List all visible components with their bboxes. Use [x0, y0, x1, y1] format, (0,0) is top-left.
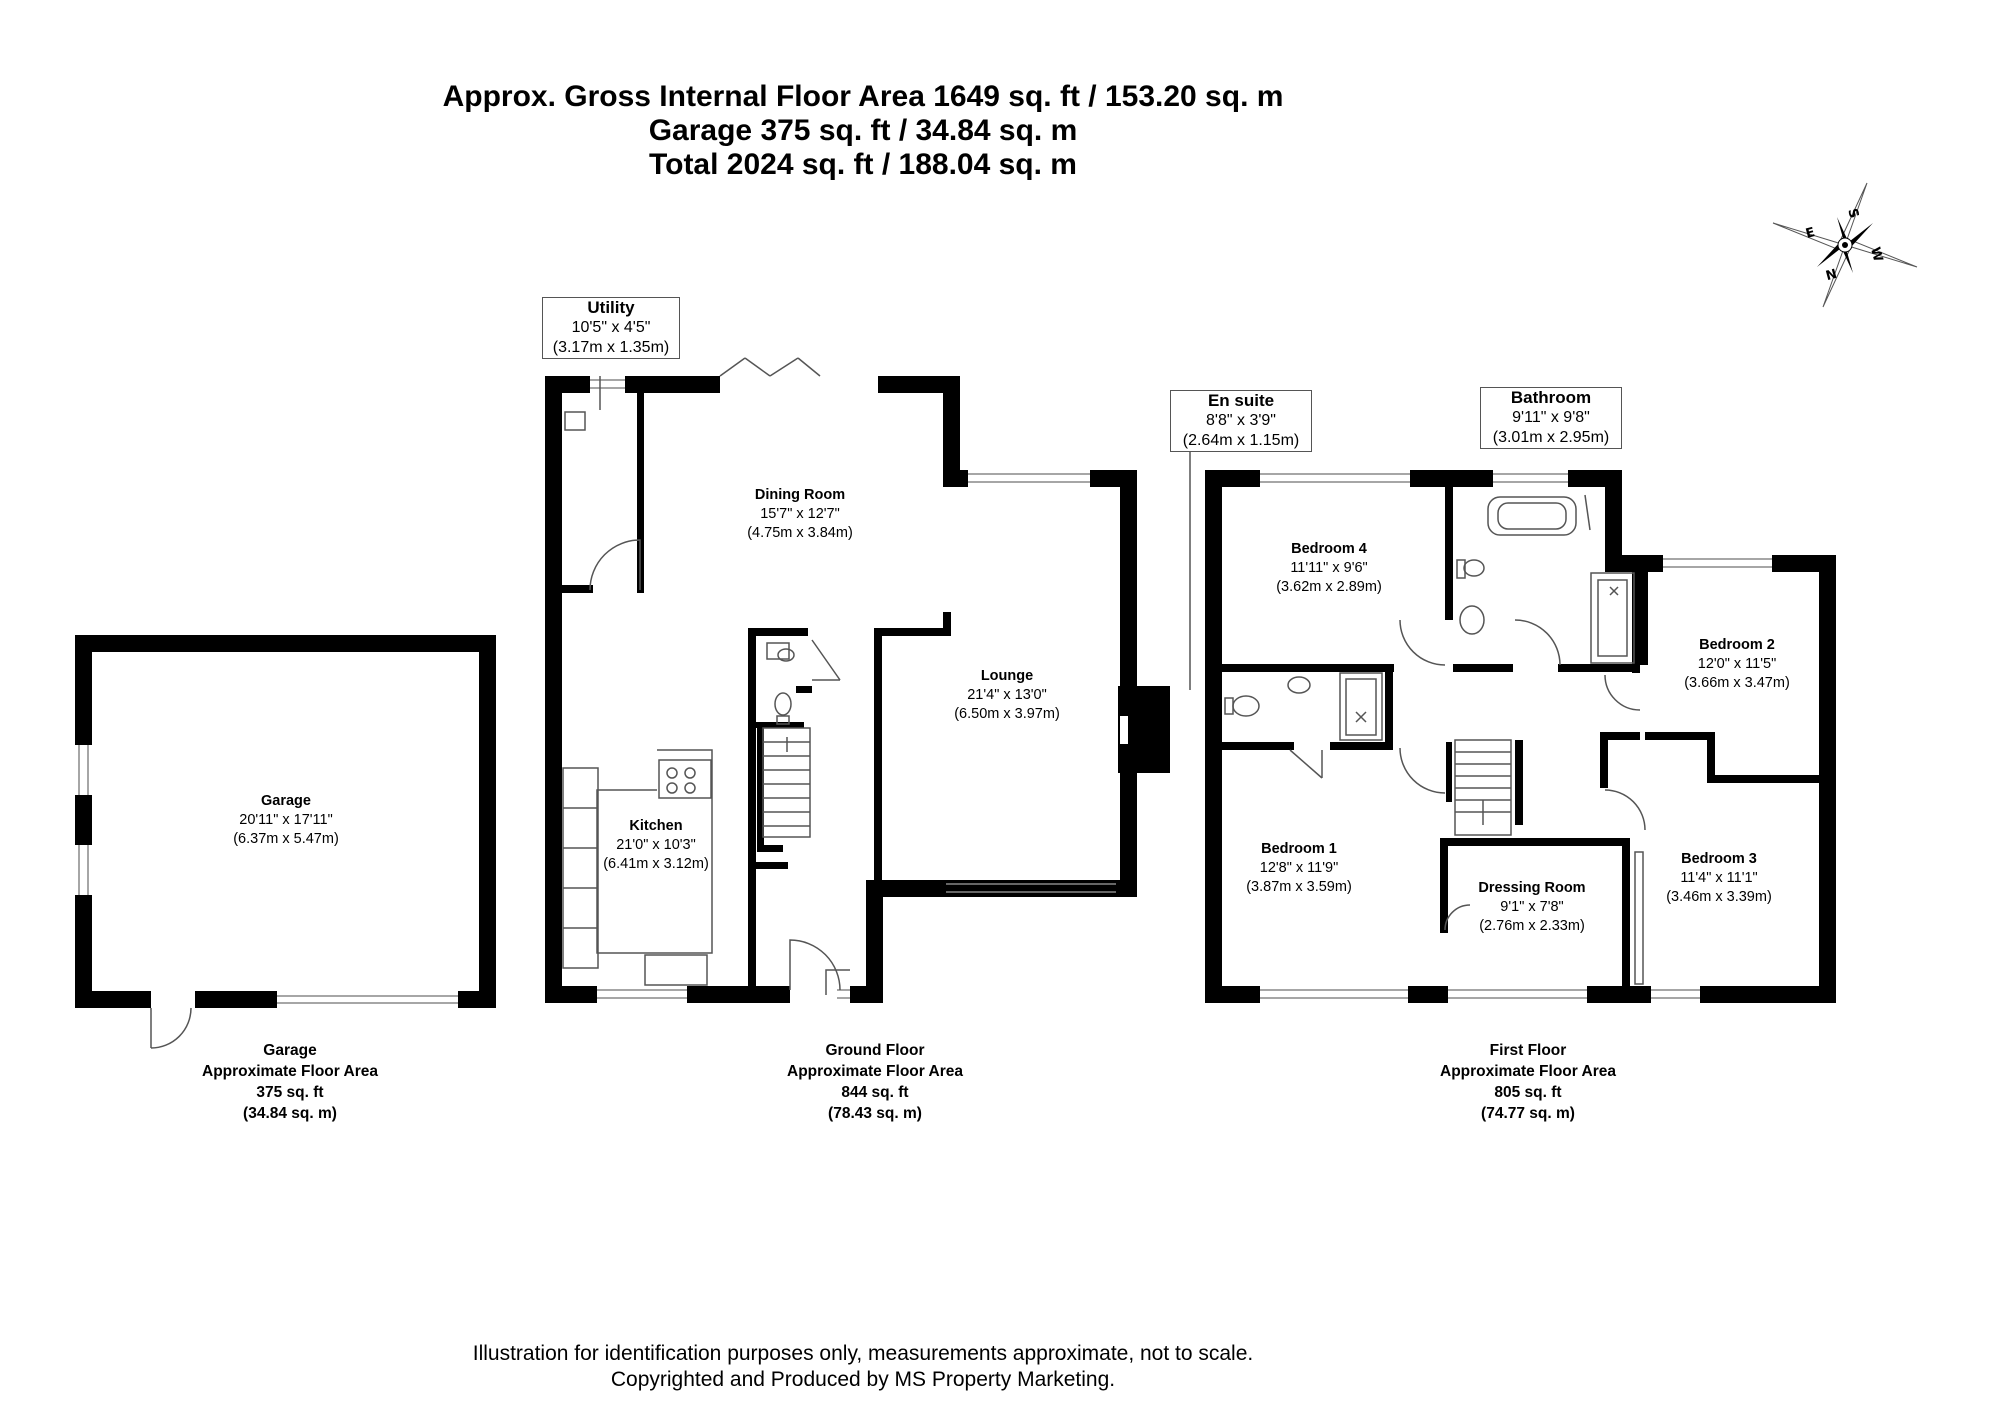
garage-windows: [78, 745, 458, 1004]
room-name: Bedroom 3: [1681, 851, 1757, 867]
floor-title: Garage: [263, 1042, 317, 1059]
room-size-imperial: 12'0" x 11'5": [1697, 656, 1777, 672]
room-label-garage: Garage 20'11" x 17'11" (6.37m x 5.47m): [186, 792, 386, 849]
ground-floor-doors: [589, 539, 850, 995]
room-size-imperial: 11'11" x 9'6": [1290, 560, 1368, 576]
area-line-garage: Garage 375 sq. ft / 34.84 sq. m: [648, 114, 1078, 147]
ground-floor-plan: [545, 357, 1170, 1003]
room-name: Dressing Room: [1478, 880, 1586, 896]
first-floor-plan: [1189, 438, 1836, 1003]
floor-subtitle: Approximate Floor Area: [1440, 1063, 1616, 1080]
garage-side-door: [150, 1007, 192, 1049]
room-size-metric: (3.62m x 2.89m): [1276, 579, 1382, 595]
room-name: Bathroom: [1510, 388, 1592, 407]
room-size-imperial: 15'7" x 12'7": [760, 506, 840, 522]
room-size-imperial: 11'4" x 11'1": [1680, 870, 1758, 886]
first-floor-doors: [1289, 619, 1646, 931]
room-name: Garage: [261, 793, 311, 809]
bathroom-fixtures: [1456, 494, 1635, 664]
room-label-bedroom3: Bedroom 3 11'4" x 11'1" (3.46m x 3.39m): [1619, 850, 1819, 907]
room-label-bedroom1: Bedroom 1 12'8" x 11'9" (3.87m x 3.59m): [1199, 840, 1399, 897]
room-label-bathroom: Bathroom 9'11" x 9'8" (3.01m x 2.95m): [1480, 387, 1622, 449]
room-size-imperial: 10'5" x 4'5": [571, 319, 651, 336]
room-size-metric: (3.46m x 3.39m): [1666, 889, 1772, 905]
floor-area-metric: (74.77 sq. m): [1481, 1105, 1575, 1122]
room-size-imperial: 20'11" x 17'11": [239, 812, 333, 828]
room-size-metric: (6.37m x 5.47m): [233, 831, 339, 847]
floor-subtitle: Approximate Floor Area: [787, 1063, 963, 1080]
room-name: Bedroom 2: [1699, 637, 1775, 653]
room-label-bedroom2: Bedroom 2 12'0" x 11'5" (3.66m x 3.47m): [1637, 636, 1837, 693]
floor-area-imperial: 805 sq. ft: [1494, 1084, 1562, 1101]
room-label-kitchen: Kitchen 21'0" x 10'3" (6.41m x 3.12m): [556, 817, 756, 874]
floor-area-metric: (78.43 sq. m): [828, 1105, 922, 1122]
garage-plan: [75, 635, 496, 1049]
ensuite-fixtures: [1224, 672, 1383, 741]
room-size-imperial: 21'0" x 10'3": [616, 837, 696, 853]
room-name: Utility: [587, 298, 635, 317]
footer-copyright: Copyrighted and Produced by MS Property …: [610, 1368, 1116, 1391]
room-size-metric: (6.50m x 3.97m): [954, 706, 1060, 722]
room-size-imperial: 12'8" x 11'9": [1259, 860, 1339, 876]
room-name: En suite: [1207, 391, 1275, 410]
room-size-metric: (6.41m x 3.12m): [603, 856, 709, 872]
room-size-imperial: 8'8" x 3'9": [1206, 412, 1276, 429]
floor-caption-first: First Floor Approximate Floor Area 805 s…: [1408, 1040, 1648, 1124]
room-label-utility: Utility 10'5" x 4'5" (3.17m x 1.35m): [542, 297, 680, 359]
floor-title: First Floor: [1489, 1042, 1567, 1059]
room-size-metric: (3.66m x 3.47m): [1684, 675, 1790, 691]
cloakroom-fixtures: [766, 642, 795, 725]
room-size-imperial: 9'1" x 7'8": [1500, 899, 1564, 915]
room-label-dressing: Dressing Room 9'1" x 7'8" (2.76m x 2.33m…: [1432, 879, 1632, 936]
first-stairs: [1454, 739, 1644, 985]
room-label-dining: Dining Room 15'7" x 12'7" (4.75m x 3.84m…: [700, 486, 900, 543]
floor-caption-ground: Ground Floor Approximate Floor Area 844 …: [755, 1040, 995, 1124]
ground-stairs: [762, 727, 811, 838]
footer-disclaimer: Illustration for identification purposes…: [472, 1342, 1254, 1365]
room-name: Lounge: [980, 668, 1034, 684]
first-floor-windows: [1189, 438, 1772, 999]
room-size-metric: (3.17m x 1.35m): [552, 339, 670, 356]
floor-title: Ground Floor: [825, 1042, 925, 1059]
room-size-metric: (2.64m x 1.15m): [1182, 432, 1300, 449]
room-name: Dining Room: [754, 487, 846, 503]
area-line-total: Total 2024 sq. ft / 188.04 sq. m: [649, 148, 1077, 181]
floor-subtitle: Approximate Floor Area: [202, 1063, 378, 1080]
kitchen-fixtures: [562, 411, 713, 986]
room-size-imperial: 21'4" x 13'0": [967, 687, 1047, 703]
floor-area-metric: (34.84 sq. m): [243, 1105, 337, 1122]
room-name: Bedroom 1: [1261, 841, 1337, 857]
ground-floor-windows-doors: [590, 357, 1116, 999]
room-size-imperial: 9'11" x 9'8": [1512, 409, 1590, 426]
floor-caption-garage: Garage Approximate Floor Area 375 sq. ft…: [170, 1040, 410, 1124]
floor-area-imperial: 844 sq. ft: [841, 1084, 909, 1101]
room-size-metric: (2.76m x 2.33m): [1479, 918, 1585, 934]
room-label-bedroom4: Bedroom 4 11'11" x 9'6" (3.62m x 2.89m): [1229, 540, 1429, 597]
room-name: Kitchen: [629, 818, 683, 834]
room-size-metric: (4.75m x 3.84m): [747, 525, 853, 541]
room-size-metric: (3.87m x 3.59m): [1246, 879, 1352, 895]
room-label-lounge: Lounge 21'4" x 13'0" (6.50m x 3.97m): [907, 667, 1107, 724]
compass-rose: [1772, 182, 1918, 308]
room-label-ensuite: En suite 8'8" x 3'9" (2.64m x 1.15m): [1170, 390, 1312, 452]
room-size-metric: (3.01m x 2.95m): [1492, 429, 1610, 446]
floor-area-imperial: 375 sq. ft: [256, 1084, 324, 1101]
room-name: Bedroom 4: [1291, 541, 1367, 557]
area-line-gross: Approx. Gross Internal Floor Area 1649 s…: [442, 80, 1284, 113]
